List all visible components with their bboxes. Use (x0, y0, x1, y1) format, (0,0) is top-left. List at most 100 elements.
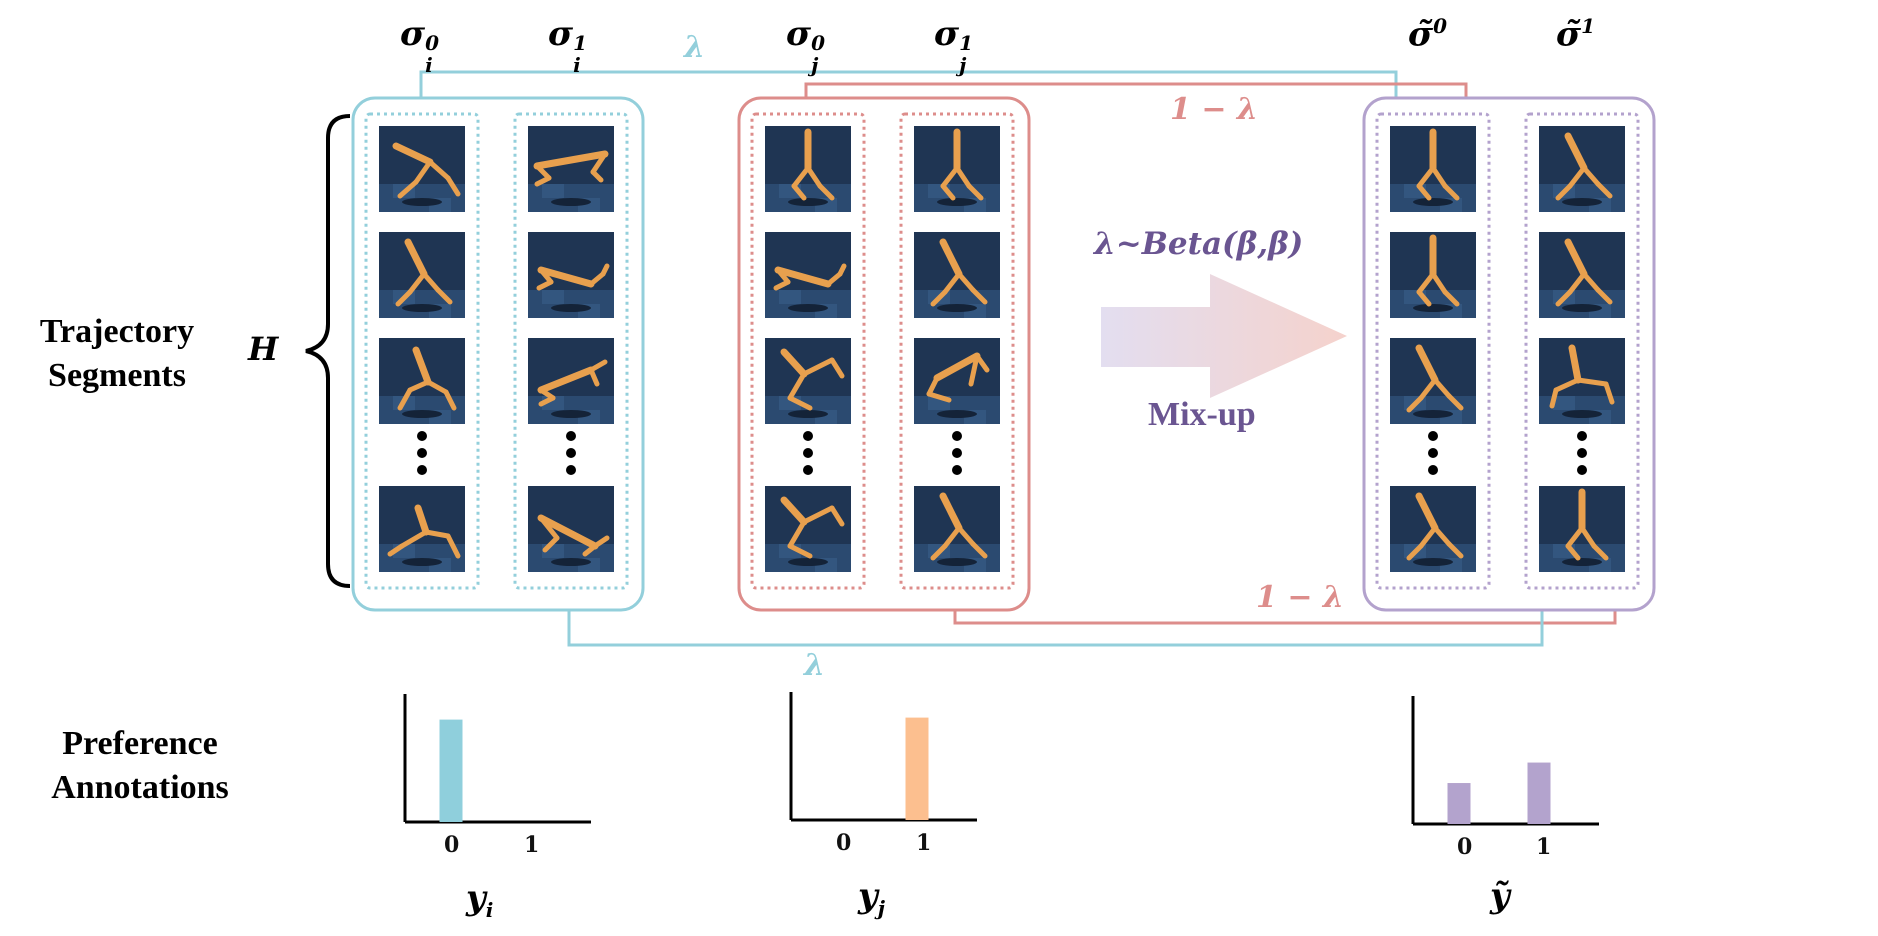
figure-shadow (1562, 304, 1602, 312)
figure-m0-1-limb (1430, 271, 1448, 295)
figure-i0-2-limb (412, 346, 432, 386)
ellipsis-dot (1577, 465, 1587, 475)
figure-j0-3-limb (829, 505, 845, 527)
ellipsis-dot (952, 431, 962, 441)
figure-i0-1-limb (395, 289, 413, 307)
figure-j1-1-limb (956, 271, 976, 293)
figure-j0-1-limb (825, 271, 843, 287)
figure-i1-1-limb (538, 267, 554, 285)
figure-j1-0-limb (940, 165, 960, 189)
figure-m0-1-limb (1442, 289, 1460, 307)
frame-m1-2 (1539, 338, 1625, 424)
figure-m0-2-limb (1446, 393, 1464, 411)
figure-m1-0-limb (1567, 165, 1587, 189)
frame-j1-1 (914, 232, 1000, 318)
figure-i1-3-limb (582, 543, 598, 557)
ellipsis-dot (1428, 448, 1438, 458)
weight-one-minus-lambda-bottom: 1 − λ (1256, 580, 1344, 615)
figure-j0-2-limb (787, 395, 813, 411)
figure-j1-3-limb (930, 543, 948, 561)
chart-m-xlabel: ỹ (1490, 876, 1510, 916)
figure-shadow (551, 558, 591, 566)
chart-j-xlabel: yj (858, 876, 886, 920)
figure-j0-0-limb (791, 183, 807, 201)
figure-shadow (1413, 304, 1453, 312)
figure-i1-0-limb (534, 163, 552, 181)
ellipsis-dot (1577, 448, 1587, 458)
chart-m-tick-0: 0 (1457, 834, 1473, 860)
chart-j-tick-0: 0 (836, 830, 852, 856)
figure-j1-3-limb (956, 525, 976, 547)
figure-shadow (1413, 198, 1453, 206)
figure-i0-1-limb (404, 238, 428, 278)
figure-i1-0-limb (533, 150, 609, 170)
figure-shadow (1413, 410, 1453, 418)
frame-m1-3 (1539, 486, 1625, 572)
figure-shadow (1562, 558, 1602, 566)
preference-chart-0 (403, 694, 591, 824)
figure-m0-2-limb (1432, 377, 1452, 399)
frame-i1-3 (528, 486, 614, 572)
frame-m0-1 (1390, 232, 1476, 318)
figure-m0-1-limb (1416, 271, 1436, 295)
figure-shadow (402, 198, 442, 206)
column-j0-dotted-outline (750, 112, 866, 590)
figure-j1-1-limb (970, 287, 988, 305)
floor-tile (1553, 396, 1575, 410)
figure-m1-2-limb (1575, 377, 1609, 387)
figure-m1-2-limb (1603, 381, 1615, 405)
figure-m0-1-limb (1416, 289, 1432, 307)
figure-j1-0-limb (954, 165, 972, 189)
figure-m0-0-limb (1416, 165, 1436, 189)
figure-i1-3-limb (537, 514, 599, 550)
figure-j0-0-limb (817, 183, 835, 201)
figure-j1-2-limb (968, 353, 980, 387)
figure-shadow (788, 558, 828, 566)
figure-m1-1-limb (1567, 271, 1587, 295)
ellipsis-dot (417, 465, 427, 475)
figure-m0-0-limb (1430, 165, 1448, 189)
figure-j1-1-limb (930, 289, 948, 307)
figure-m1-0-limb (1581, 165, 1601, 187)
figure-j1-1-limb (939, 238, 963, 278)
chart-bar-1 (905, 717, 929, 820)
figure-m1-0-limb (1555, 183, 1573, 201)
figure-i0-3-limb (387, 543, 405, 557)
preference-label-line2: Annotations (51, 769, 229, 806)
figure-j1-2-limb (926, 391, 952, 403)
figure-i1-2-limb (588, 359, 608, 373)
figure-j0-0-limb (805, 165, 823, 189)
frame-j0-2 (765, 338, 851, 424)
figure-i0-0-limb (397, 179, 419, 199)
column-i0-dotted-outline (364, 112, 480, 590)
ellipsis-dot (952, 448, 962, 458)
frame-i0-2 (379, 338, 465, 424)
weight-lambda-top: λ (684, 30, 706, 65)
chart-bar-0 (1447, 783, 1471, 824)
frame-i0-1 (379, 232, 465, 318)
figure-i1-3-limb (542, 535, 560, 553)
segment-pair-mixed-box (1362, 96, 1656, 612)
frame-m0-2 (1390, 338, 1476, 424)
figure-i0-2-limb (443, 389, 457, 411)
figure-shadow (1413, 558, 1453, 566)
figure-j1-0-limb (966, 183, 984, 201)
chart-i-tick-1: 1 (524, 832, 540, 858)
header-sigma-tilde-1: σ̃1 (1556, 14, 1595, 55)
figure-m0-2-limb (1415, 344, 1439, 384)
ellipsis-dot (1428, 465, 1438, 475)
figure-j1-3-limb (939, 492, 963, 532)
floor-tile (779, 290, 801, 304)
figure-m1-0-limb (1595, 181, 1613, 199)
floor-tile (542, 184, 564, 198)
figure-m0-2-limb (1418, 377, 1438, 401)
weight-one-minus-lambda-top: 1 − λ (1170, 92, 1258, 127)
figure-i1-1-limb (537, 266, 595, 288)
figure-shadow (551, 410, 591, 418)
figure-m1-3-limb (1565, 543, 1581, 561)
chart-bar-0 (439, 719, 463, 822)
figure-shadow (937, 198, 977, 206)
figure-i0-0-limb (413, 159, 433, 185)
figure-j1-3-limb (970, 541, 988, 559)
